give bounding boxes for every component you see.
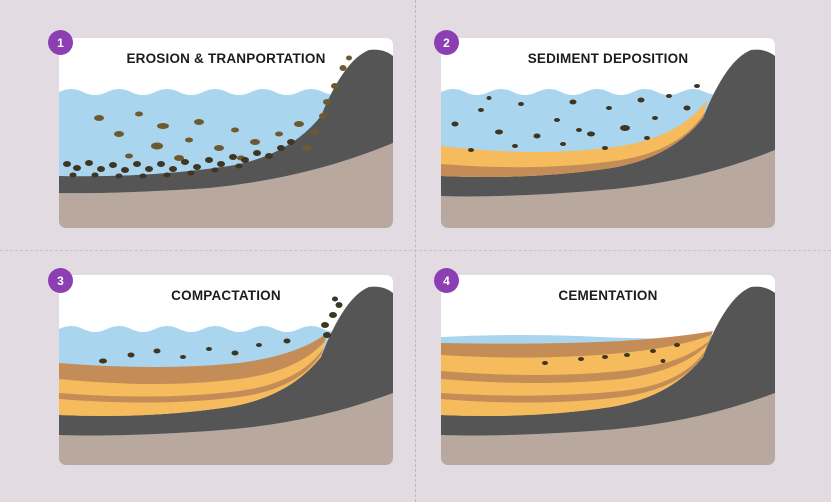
- deposition-illustration: [441, 49, 775, 228]
- erosion-illustration: [59, 49, 393, 228]
- panel-title: COMPACTATION: [171, 288, 281, 303]
- step-badge: 1: [48, 30, 73, 55]
- panel-title: CEMENTATION: [558, 288, 658, 303]
- panel-sediment-deposition: SEDIMENT DEPOSITION: [441, 38, 775, 228]
- vertical-divider: [415, 0, 416, 502]
- panel-title: SEDIMENT DEPOSITION: [527, 51, 689, 66]
- panel-erosion-transportation: EROSION & TRANPORTATION: [59, 38, 393, 228]
- panel-cementation: CEMENTATION: [441, 275, 775, 465]
- step-badge: 3: [48, 268, 73, 293]
- settling-sediment: [451, 84, 700, 152]
- cementation-illustration: [441, 286, 775, 465]
- cemented-grains: [542, 343, 680, 365]
- compacting-sediment: [99, 296, 343, 364]
- horizontal-divider: [0, 250, 831, 251]
- step-badge: 2: [434, 30, 459, 55]
- transported-pebbles: [94, 55, 352, 161]
- compactation-illustration: [59, 286, 393, 465]
- step-badge: 4: [434, 268, 459, 293]
- panel-title: EROSION & TRANPORTATION: [126, 51, 326, 66]
- panel-compactation: COMPACTATION: [59, 275, 393, 465]
- riverbed-pebbles: [63, 139, 295, 179]
